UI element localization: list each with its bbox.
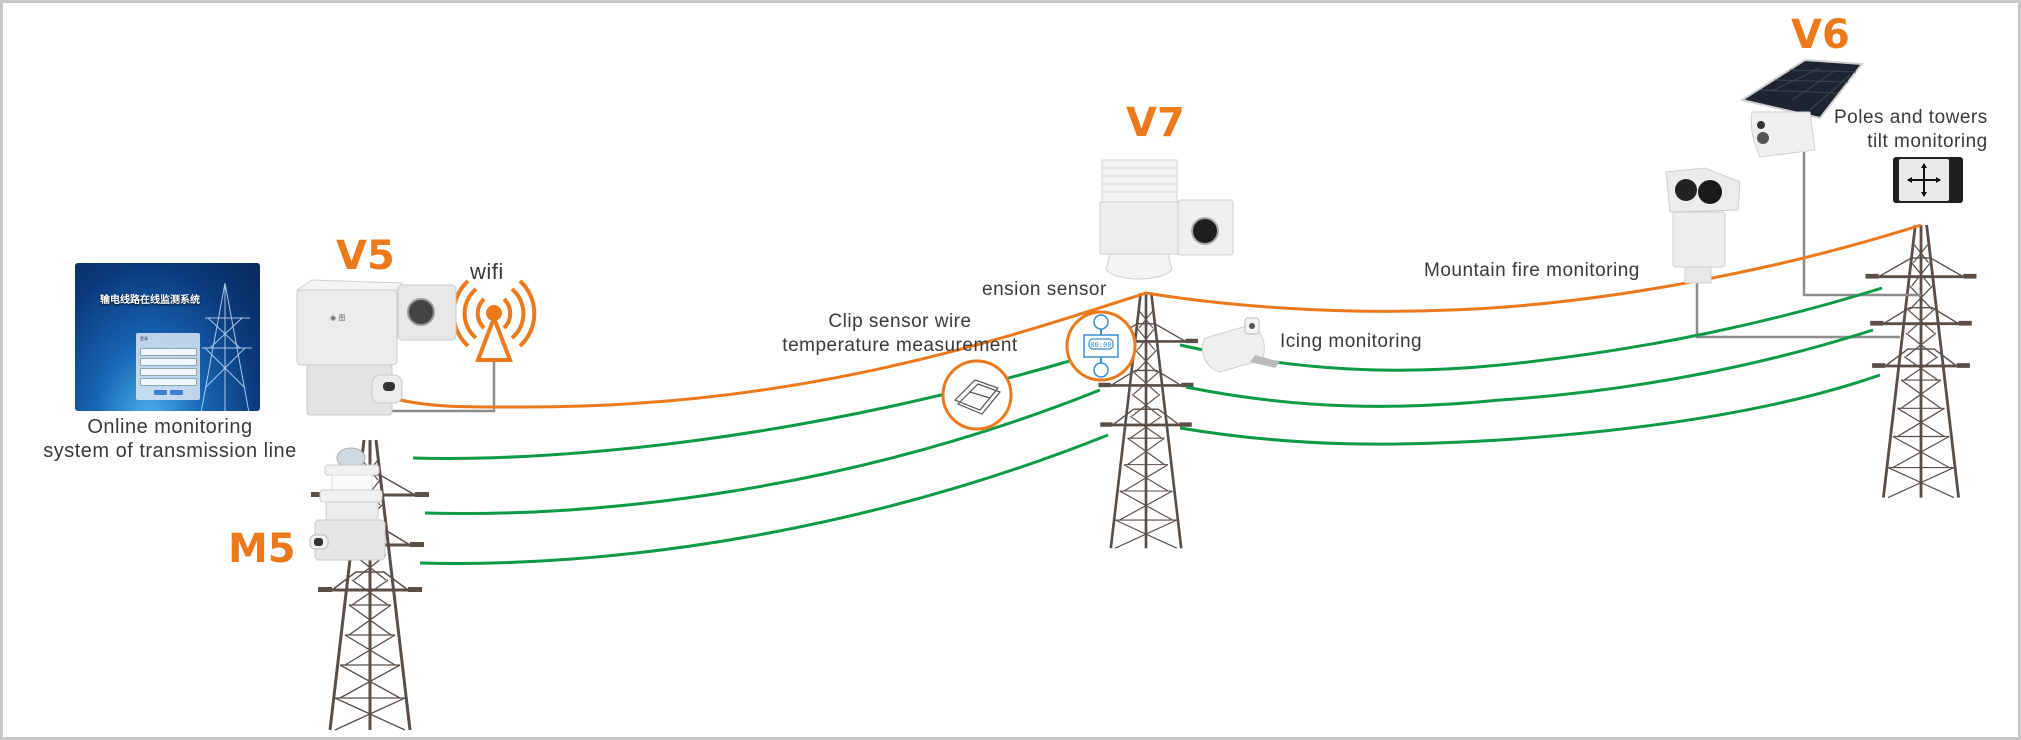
svg-text:◉ 图: ◉ 图	[330, 314, 345, 322]
label-tilt-monitoring: Poles and towers tilt monitoring	[1834, 106, 1988, 154]
label-icing-monitoring: Icing monitoring	[1280, 331, 1423, 352]
mountain-fire-camera-image	[1665, 167, 1741, 284]
wifi-antenna-icon	[451, 279, 537, 362]
v7-camera-image	[1099, 159, 1234, 280]
login-field-4	[140, 378, 197, 386]
tower-right	[1864, 223, 1978, 500]
v5-camera-image: ◉ 图	[295, 279, 457, 416]
label-wifi: wifi	[470, 259, 504, 284]
model-label-m5: M5	[228, 526, 296, 572]
model-label-v6: V6	[1791, 12, 1850, 58]
tension-display-value: 00:00	[1090, 341, 1111, 349]
label-line-1: Poles and towers	[1834, 107, 1988, 128]
icing-monitor-image	[1201, 317, 1280, 373]
reset-button	[170, 390, 183, 395]
label-line-2: temperature measurement	[782, 335, 1018, 356]
screen-title: 输电线路在线监测系统	[100, 295, 200, 306]
tilt-monitor-icon	[1893, 157, 1963, 203]
model-label-v5: V5	[336, 233, 395, 279]
m5-weather-station-image	[309, 447, 386, 561]
cable-v5-wifi	[392, 362, 496, 413]
monitoring-system-screen: 输电线路在线监测系统 登录	[75, 263, 260, 411]
label-line-2: tilt monitoring	[1867, 131, 1988, 152]
login-button	[154, 390, 167, 395]
power-line-green-3b	[1179, 373, 1881, 446]
login-panel: 登录	[136, 333, 200, 400]
login-field-1	[140, 348, 197, 356]
clip-sensor-icon	[941, 359, 1013, 431]
power-line-green-1b	[1179, 286, 1883, 372]
login-field-2	[140, 358, 197, 366]
label-mountain-fire-monitoring: Mountain fire monitoring	[1424, 260, 1640, 281]
v6-solar-camera-image	[1739, 58, 1864, 158]
power-line-orange	[391, 223, 1922, 409]
power-line-green-2a	[424, 388, 1101, 516]
power-line-green-2b	[1185, 328, 1874, 408]
label-tension-sensor: ension sensor	[982, 279, 1107, 300]
label-line-1: Online monitoring	[87, 416, 253, 438]
label-line-2: system of transmission line	[43, 440, 297, 462]
power-line-green-3a	[419, 433, 1109, 565]
model-label-v7: V7	[1126, 100, 1185, 146]
login-field-3	[140, 368, 197, 376]
login-header: 登录	[140, 336, 148, 341]
label-online-monitoring-system: Online monitoring system of transmission…	[20, 415, 320, 463]
screen-tower-graphic	[200, 282, 252, 411]
label-clip-sensor: Clip sensor wire temperature measurement	[760, 310, 1040, 358]
tension-sensor-icon: 00:00	[1065, 310, 1137, 382]
cable-v6	[1802, 152, 1921, 297]
label-line-1: Clip sensor wire	[828, 311, 972, 332]
